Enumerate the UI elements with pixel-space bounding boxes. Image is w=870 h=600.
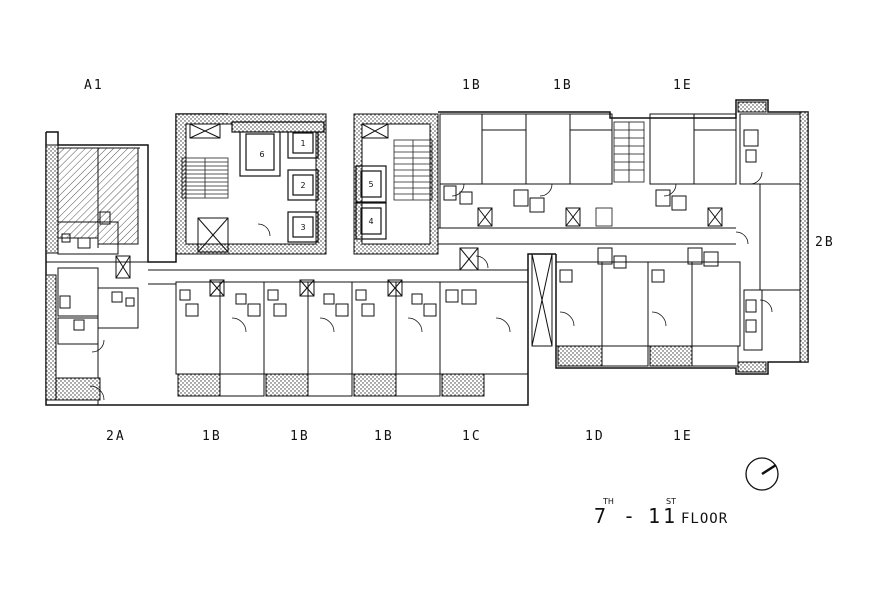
north-arrow-icon	[745, 457, 779, 491]
lift-bank: 1 2 3 4 5 6	[231, 121, 387, 243]
core-block	[175, 113, 439, 255]
unit-label: A1	[84, 78, 104, 93]
floor-to: 11	[648, 504, 678, 528]
unit-a1	[46, 147, 148, 263]
units-bottom-row	[55, 247, 553, 405]
unit-module	[555, 247, 649, 367]
unit-label: 1B	[462, 78, 482, 93]
unit-labels-top: A1 1B 1B 1E	[84, 78, 693, 93]
unit-label: 1E	[673, 429, 693, 444]
units-top-row	[438, 101, 801, 373]
unit-module	[263, 279, 353, 397]
floor-word: FLOOR	[681, 511, 728, 527]
unit-label: 2B	[815, 235, 835, 250]
unit-label: 1C	[462, 429, 482, 444]
lift-car	[287, 169, 319, 201]
lift-number: 1	[300, 139, 305, 148]
unit-label: 1B	[290, 429, 310, 444]
unit-labels-bottom: 2A 1B 1B 1B 1C 1D 1E	[106, 429, 693, 444]
door-swings	[89, 171, 773, 401]
floor-from-suffix: TH	[602, 497, 614, 506]
unit-module	[175, 279, 265, 397]
floor-title: 7 TH - 11 ST FLOOR	[594, 497, 728, 528]
stair-left	[181, 157, 229, 199]
lift-number: 4	[368, 217, 373, 226]
lift-car	[355, 165, 387, 203]
lift-car	[355, 202, 387, 240]
unit-module	[649, 113, 737, 227]
lift-number: 5	[368, 180, 373, 189]
unit-module	[439, 113, 527, 228]
unit-label: 1B	[374, 429, 394, 444]
stair-right	[393, 139, 433, 201]
unit-label: 2A	[106, 429, 126, 444]
unit-module	[513, 113, 613, 227]
unit-label: 1B	[553, 78, 573, 93]
unit-module	[647, 247, 741, 367]
unit-label: 1D	[585, 429, 605, 444]
floor-dash: -	[623, 504, 638, 528]
floor-to-suffix: ST	[666, 497, 676, 506]
lift-number: 6	[259, 150, 264, 159]
unit-labels-right: 2B	[815, 235, 835, 250]
unit-2b	[737, 101, 801, 373]
unit-module	[351, 279, 441, 397]
lift-number: 3	[300, 223, 305, 232]
stair-east	[595, 121, 645, 227]
unit-label: 1B	[202, 429, 222, 444]
unit-module	[439, 247, 529, 397]
lift-number: 2	[300, 181, 305, 190]
unit-label: 1E	[673, 78, 693, 93]
lift-car	[287, 211, 319, 243]
floor-from: 7	[594, 504, 609, 528]
